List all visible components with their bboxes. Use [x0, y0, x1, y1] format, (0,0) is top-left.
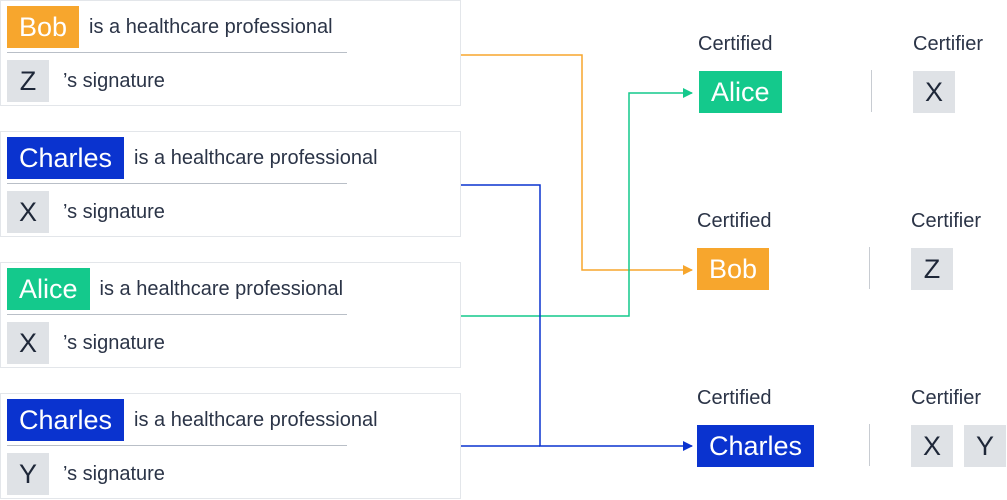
- certified-header: Certified: [698, 33, 773, 55]
- certifier-key: X: [911, 425, 953, 467]
- signer-key: Z: [7, 60, 49, 102]
- certified-header: Certified: [697, 210, 772, 232]
- charles-x-connector: [461, 184, 693, 451]
- certified-tag-charles: Charles: [697, 425, 815, 467]
- signature-label: ’s signature: [63, 462, 165, 485]
- certifier-key: Y: [964, 425, 1006, 467]
- certifier-key: X: [913, 71, 955, 113]
- certified-tag-alice: Alice: [699, 71, 782, 113]
- statement-card-charles-y: Charles is a healthcare professional Y ’…: [0, 393, 461, 499]
- certified-header: Certified: [697, 387, 772, 409]
- separator: [869, 247, 870, 289]
- certifier-header: Certifier: [913, 33, 984, 55]
- subject-tag: Bob: [7, 6, 80, 48]
- certified-tag-bob: Bob: [697, 248, 770, 290]
- statement-card-bob: Bob is a healthcare professional Z ’s si…: [0, 0, 461, 106]
- certifier-header: Certifier: [911, 387, 982, 409]
- signature-label: ’s signature: [63, 331, 165, 354]
- certifier-key: Z: [911, 248, 953, 290]
- claim-text: is a healthcare professional: [89, 15, 333, 38]
- statement-card-charles-x: Charles is a healthcare professional X ’…: [0, 131, 461, 237]
- signer-key: X: [7, 322, 49, 364]
- signature-label: ’s signature: [63, 69, 165, 92]
- claim-text: is a healthcare professional: [134, 408, 378, 431]
- claim-text: is a healthcare professional: [134, 146, 378, 169]
- divider: [7, 445, 347, 446]
- separator: [871, 70, 872, 112]
- certifier-header: Certifier: [911, 210, 982, 232]
- signature-label: ’s signature: [63, 200, 165, 223]
- signer-key: X: [7, 191, 49, 233]
- subject-tag: Charles: [7, 399, 125, 441]
- claim-text: is a healthcare professional: [99, 277, 344, 300]
- divider: [7, 52, 347, 53]
- alice-connector: [461, 88, 693, 317]
- divider: [7, 314, 347, 315]
- divider: [7, 183, 347, 184]
- bob-connector: [461, 54, 693, 275]
- statement-card-alice: Alice is a healthcare professional X ’s …: [0, 262, 461, 368]
- subject-tag: Charles: [7, 137, 125, 179]
- signer-key: Y: [7, 453, 49, 495]
- subject-tag: Alice: [7, 268, 90, 310]
- separator: [869, 424, 870, 466]
